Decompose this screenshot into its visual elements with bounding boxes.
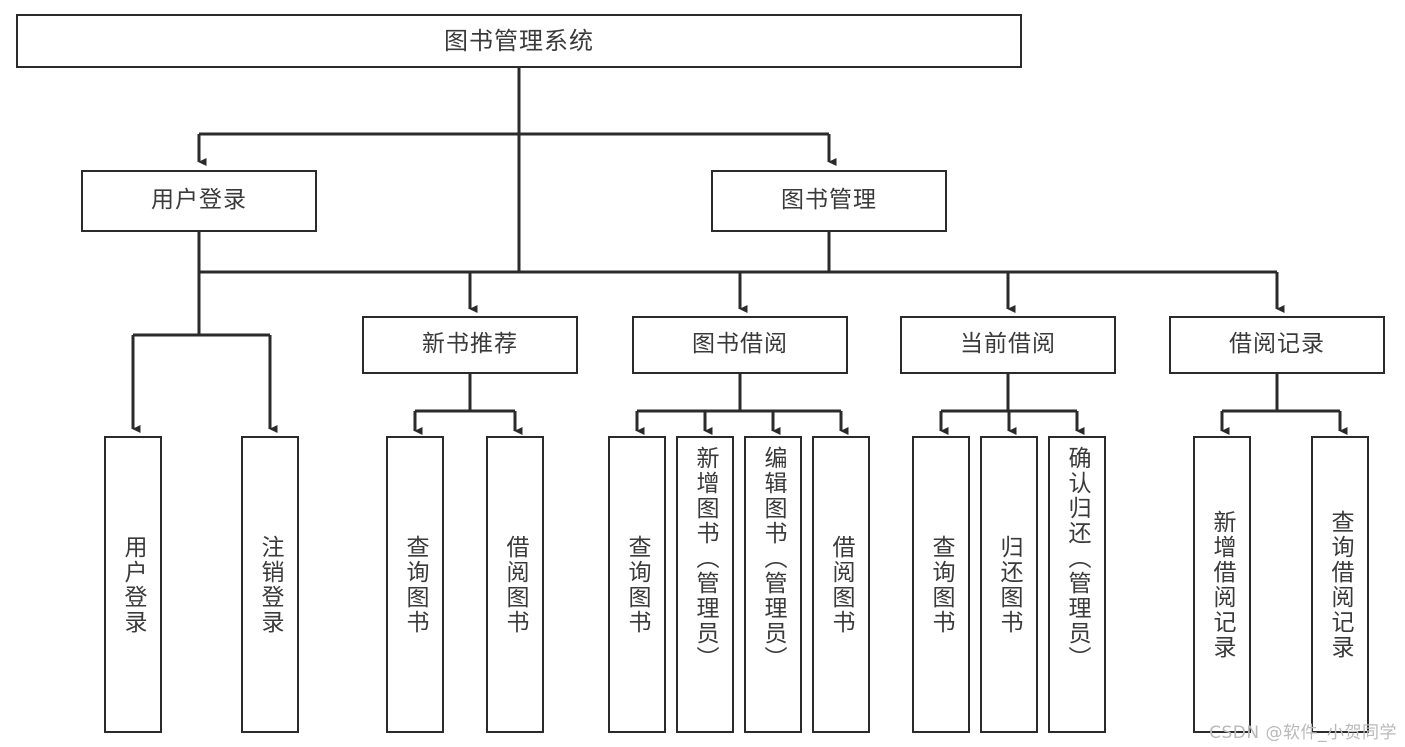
node-label: 图书管理系统 bbox=[444, 26, 594, 55]
node-current-borrow[interactable]: 当前借阅 bbox=[900, 316, 1116, 374]
node-label: 查询图书 bbox=[402, 534, 429, 635]
node-label: 查询图书 bbox=[624, 534, 651, 635]
node-leaf-add-record[interactable]: 新增借阅记录 bbox=[1193, 436, 1251, 733]
node-label: 查询图书 bbox=[928, 534, 955, 635]
node-root-book-management-system[interactable]: 图书管理系统 bbox=[16, 14, 1022, 68]
node-leaf-logout-login[interactable]: 注销登录 bbox=[241, 436, 299, 733]
node-label: 新书推荐 bbox=[422, 331, 518, 358]
csdn-watermark: CSDN @软件_小贺同学 bbox=[1209, 723, 1397, 743]
node-leaf-edit-book[interactable]: 编辑图书（管理员） bbox=[744, 436, 802, 733]
node-label: 注销登录 bbox=[257, 534, 284, 635]
node-leaf-add-book[interactable]: 新增图书（管理员） bbox=[676, 436, 734, 733]
node-label: 查询借阅记录 bbox=[1327, 509, 1354, 660]
node-leaf-query-book-1[interactable]: 查询图书 bbox=[386, 436, 444, 733]
node-label: 借阅图书 bbox=[828, 534, 855, 635]
node-leaf-query-record[interactable]: 查询借阅记录 bbox=[1311, 436, 1369, 733]
node-label: 借阅记录 bbox=[1229, 331, 1325, 358]
node-label: 新增借阅记录 bbox=[1209, 509, 1236, 660]
node-leaf-user-login[interactable]: 用户登录 bbox=[104, 436, 162, 733]
node-book-management[interactable]: 图书管理 bbox=[711, 170, 947, 232]
node-book-borrow[interactable]: 图书借阅 bbox=[632, 316, 848, 374]
node-user-login[interactable]: 用户登录 bbox=[81, 170, 317, 232]
node-label: 新增图书（管理员） bbox=[692, 446, 719, 671]
node-leaf-borrow-book-2[interactable]: 借阅图书 bbox=[812, 436, 870, 733]
node-label: 图书管理 bbox=[781, 187, 877, 214]
node-label: 确认归还（管理员） bbox=[1064, 446, 1091, 671]
node-label: 图书借阅 bbox=[692, 331, 788, 358]
node-label: 用户登录 bbox=[151, 187, 247, 214]
node-leaf-query-book-3[interactable]: 查询图书 bbox=[912, 436, 970, 733]
node-leaf-confirm-return[interactable]: 确认归还（管理员） bbox=[1048, 436, 1106, 733]
node-leaf-return-book[interactable]: 归还图书 bbox=[980, 436, 1038, 733]
node-leaf-query-book-2[interactable]: 查询图书 bbox=[608, 436, 666, 733]
node-label: 用户登录 bbox=[120, 534, 147, 635]
node-label: 借阅图书 bbox=[502, 534, 529, 635]
node-new-book-recommend[interactable]: 新书推荐 bbox=[362, 316, 578, 374]
node-label: 编辑图书（管理员） bbox=[760, 446, 787, 671]
node-borrow-record[interactable]: 借阅记录 bbox=[1169, 316, 1385, 374]
node-leaf-borrow-book-1[interactable]: 借阅图书 bbox=[486, 436, 544, 733]
node-label: 当前借阅 bbox=[960, 331, 1056, 358]
node-label: 归还图书 bbox=[996, 534, 1023, 635]
